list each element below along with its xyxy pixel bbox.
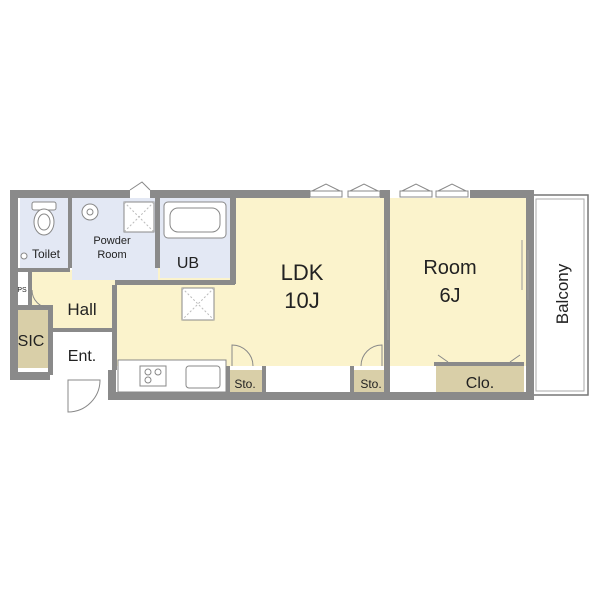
room-label: Room [423,257,476,279]
storage-1-floor [228,370,262,394]
storage-2-floor [354,370,388,394]
outlet-icon [20,252,28,260]
entrance-label: Ent. [68,348,96,365]
stove-icon [139,365,167,387]
floors [14,198,526,394]
storage-2-label: Sto. [360,377,381,391]
powder-room-label-2: Room [97,249,126,261]
ps-label: PS [17,287,27,294]
room-size-label: 6J [439,285,460,307]
ldk-label: LDK [281,260,324,285]
toilet-icon [31,201,57,236]
fridge-space-icon [181,287,215,321]
entrance-floor [50,330,115,370]
room-labels: Toilet Powder Room UB PS Hall SIC Ent. L… [17,235,572,392]
walls [10,190,534,400]
powder-room-label-1: Powder [93,235,131,247]
closet-floor [436,366,524,394]
doors [31,289,521,413]
toilet-label: Toilet [32,247,61,261]
fixtures [20,201,227,393]
ub-label: UB [177,255,199,272]
kitchen-sink-icon [185,365,221,389]
windows [129,181,469,198]
ldk-size-label: 10J [284,288,319,313]
hall-label: Hall [67,300,96,319]
sic-label: SIC [18,333,45,350]
room-floor [390,198,526,366]
sliding-doors [385,240,529,340]
storage-1-label: Sto. [234,377,255,391]
balcony-label: Balcony [553,263,572,324]
closet-label: Clo. [466,375,494,392]
sic-floor [14,310,50,368]
